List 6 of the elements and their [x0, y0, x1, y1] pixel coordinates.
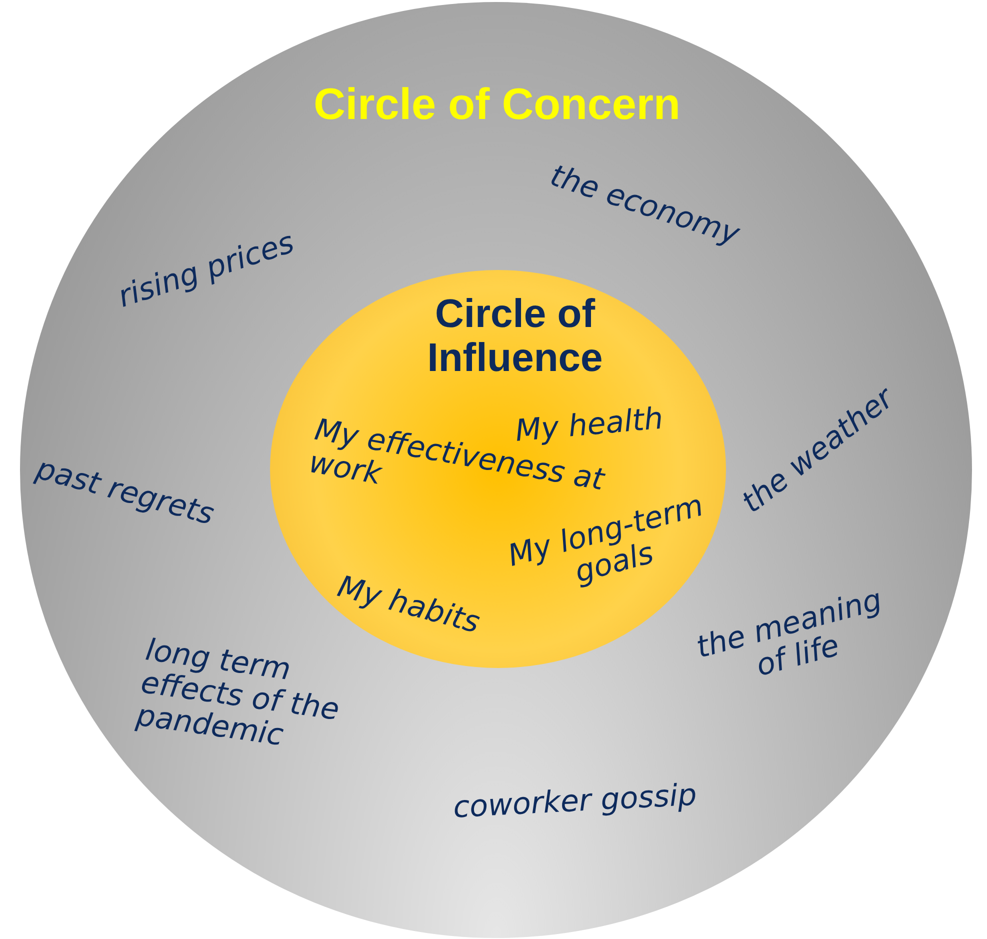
handwritten-note: the meaning of life	[691, 582, 886, 686]
circle-title: Circle of Influence	[426, 292, 604, 380]
handwritten-note: past regrets	[32, 452, 219, 534]
handwritten-note: coworker gossip	[452, 776, 699, 824]
circle-title: Circle of Concern	[312, 80, 682, 130]
handwritten-note: rising prices	[114, 224, 300, 314]
